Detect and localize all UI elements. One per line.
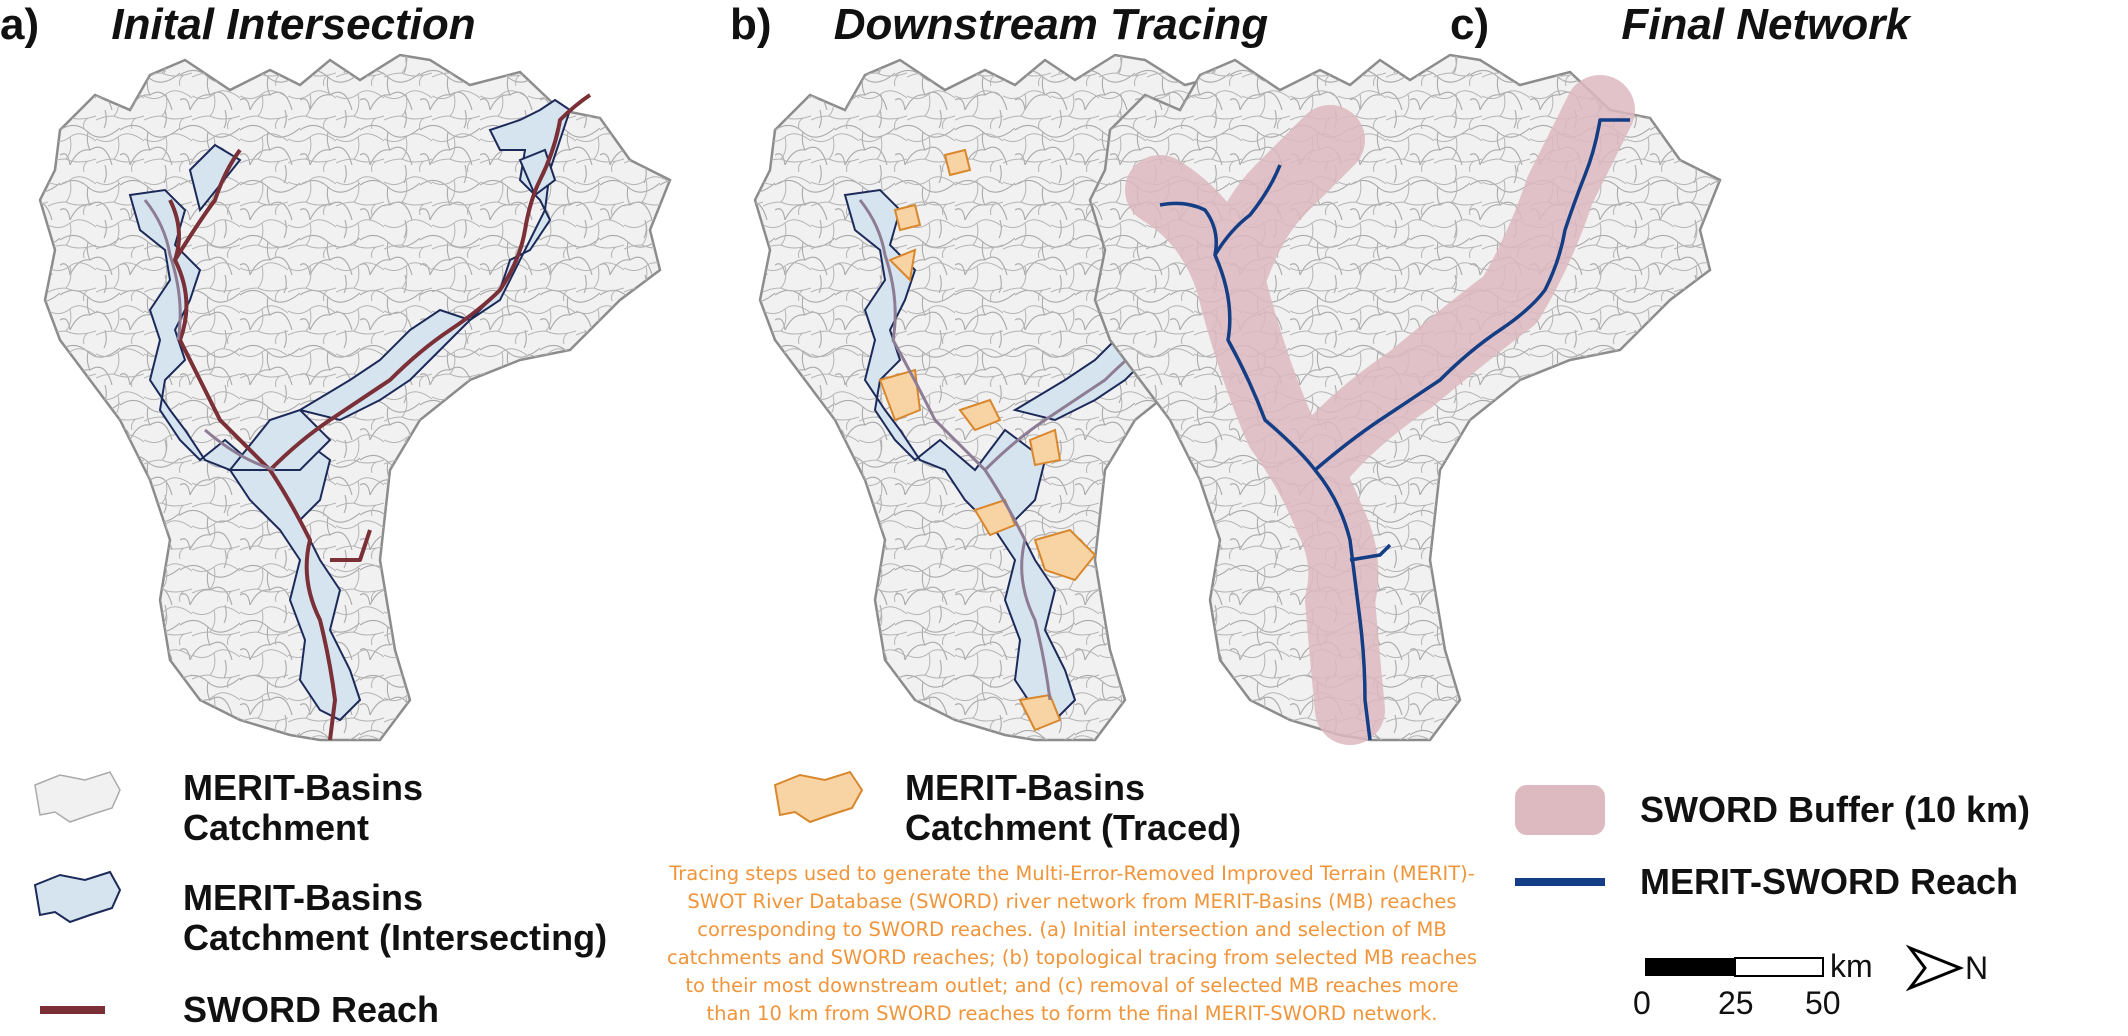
merit-reaches-a [143, 199, 276, 472]
panel-c-letter: c) [1450, 0, 1490, 49]
panel-c-name: Final Network [1621, 0, 1910, 49]
scale-bar [1645, 957, 1824, 977]
panel-b-letter: b) [730, 0, 772, 49]
scale-tick-50: 50 [1805, 985, 1841, 1021]
scale-tick-25: 25 [1718, 985, 1754, 1021]
sword-buffer [1125, 75, 1635, 745]
panel-b-name: Downstream Tracing [833, 0, 1269, 49]
panel-a-letter: a) [0, 0, 40, 49]
panel-b-title: b) Downstream Tracing [730, 0, 1268, 50]
panel-a-title: a) Inital Intersection [0, 0, 476, 50]
north-arrow-icon [1905, 944, 1965, 992]
legend-buffer-label: SWORD Buffer (10 km) [1640, 789, 2031, 830]
legend-catchment-swatch [34, 771, 121, 823]
legend-sword-reach-label: SWORD Reach [183, 989, 440, 1030]
legend-a-symbols [33, 771, 122, 1014]
panel-a-map [38, 53, 672, 742]
panel-c-map [1088, 53, 1722, 745]
legend-buffer-swatch [1515, 785, 1605, 835]
panel-c-title: c) Final Network [1450, 0, 1910, 50]
scale-tick-0: 0 [1633, 985, 1651, 1021]
scale-unit: km [1830, 948, 1873, 984]
legend-merit-sword-label: MERIT-SWORD Reach [1640, 861, 2019, 902]
figure-caption: Tracing steps used to generate the Multi… [666, 862, 1477, 1025]
legend-intersecting-swatch [33, 870, 122, 924]
merit-sword-reaches [1159, 118, 1630, 741]
north-label: N [1965, 950, 1989, 986]
panel-a-name: Inital Intersection [111, 0, 476, 49]
sword-reaches [168, 93, 592, 741]
legend-traced-swatch [773, 770, 864, 824]
